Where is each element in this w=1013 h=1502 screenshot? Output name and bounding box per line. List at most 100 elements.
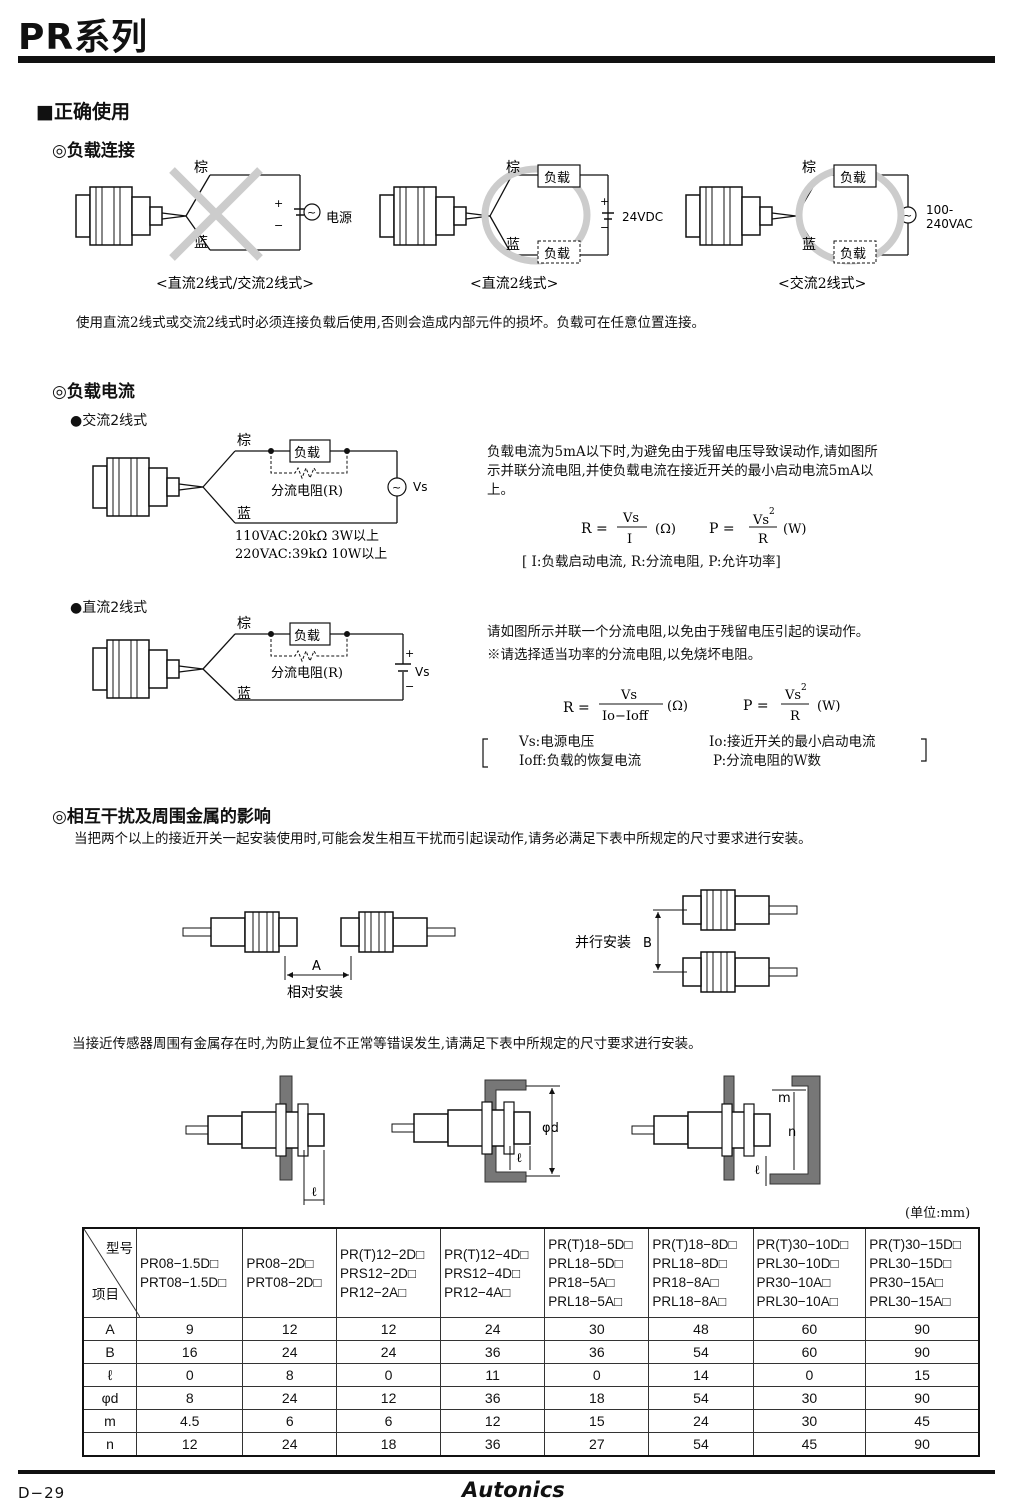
row-label: m: [82, 1409, 137, 1433]
load-connection-note: 使用直流2线式或交流2线式时必须连接负载后使用,否则会造成内部元件的损坏。负载可…: [76, 315, 705, 331]
svg-text:A: A: [312, 959, 321, 974]
ac-shunt-diagram: 负载 分流电阻(R) ~ Vs 棕 蓝 110VAC:20kΩ 3W以上 220…: [92, 433, 427, 562]
shunt-resistor-icon: [270, 451, 348, 480]
dc-shunt-note: ※请选择适当功率的分流电阻,以免烧坏电阻。: [487, 647, 762, 663]
model-cell: PR(T)12−4D□PRS12−4D□PR12−4A□: [440, 1227, 546, 1318]
dc-legend-vs: Vs:电源电压: [519, 734, 595, 750]
svg-text:Io−Ioff: Io−Ioff: [602, 709, 650, 724]
svg-text:R: R: [758, 532, 769, 547]
interference-diagrams: A 相对安装 并行安装 B: [182, 889, 798, 1001]
dc-legend-io: Io:接近开关的最小启动电流: [709, 734, 876, 750]
bullet-dc-2wire: ●直流2线式: [70, 600, 148, 616]
table-corner-cell: 型号 项目: [82, 1227, 140, 1318]
table-cell: 90: [865, 1317, 980, 1341]
voltage-24vdc: 24VDC: [622, 210, 663, 224]
table-cell: 9: [135, 1317, 244, 1341]
svg-text:棕: 棕: [237, 616, 251, 632]
ac-symbol: ~: [307, 206, 316, 219]
table-cell: 16: [135, 1340, 244, 1364]
row-label: φd: [82, 1386, 137, 1410]
table-cell: 90: [865, 1432, 980, 1457]
brand-logo: Autonics: [462, 1478, 565, 1502]
table-cell: 30: [544, 1317, 650, 1341]
table-cell: 24: [336, 1340, 442, 1364]
table-cell: 45: [865, 1409, 980, 1433]
svg-text:R =: R =: [581, 521, 608, 537]
table-cell: 36: [440, 1340, 546, 1364]
power-label: 电源: [326, 211, 352, 226]
table-cell: 12: [242, 1317, 338, 1341]
svg-text:−: −: [600, 221, 609, 234]
svg-text:P =: P =: [743, 698, 769, 714]
table-cell: 60: [752, 1317, 867, 1341]
table-cell: 12: [336, 1386, 442, 1410]
model-cell: PR(T)12−2D□PRS12−2D□PR12−2A□: [336, 1227, 442, 1318]
table-cell: 24: [242, 1432, 338, 1457]
table-cell: 24: [440, 1317, 546, 1341]
section-title-correct-use: ■正确使用: [36, 101, 130, 123]
svg-text:m: m: [778, 1091, 791, 1106]
row-label: n: [82, 1432, 137, 1457]
opposite-mount-diagram: A 相对安装: [182, 911, 456, 1001]
subsection-title-load-connection: ◎负载连接: [52, 141, 135, 161]
load-connection-diagrams: + − ~ 电源 棕 蓝 + − 24VDC 负载 负载 棕 蓝: [75, 160, 973, 292]
svg-text:ℓ: ℓ: [754, 1163, 760, 1178]
ac-spec-220: 220VAC:39kΩ 10W以上: [235, 547, 387, 562]
table-cell: 90: [865, 1340, 980, 1364]
shunt-resistor-icon: [270, 634, 348, 663]
plus-sign: +: [274, 197, 283, 210]
table-cell: 8: [135, 1386, 244, 1410]
subsection-title-interference: ◎相互干扰及周围金属的影响: [52, 807, 271, 827]
svg-text:(Ω): (Ω): [667, 699, 688, 714]
svg-text:分流电阻(R): 分流电阻(R): [271, 666, 343, 681]
blue-label: 蓝: [194, 235, 208, 251]
svg-text:+: +: [600, 195, 609, 208]
bullet-ac-2wire: ●交流2线式: [70, 413, 148, 429]
dc-formula: R = Vs Io−Ioff (Ω) P = Vs 2 R (W): [563, 683, 841, 724]
svg-text:~: ~: [903, 209, 912, 222]
svg-text:φd: φd: [542, 1121, 559, 1136]
svg-text:棕: 棕: [237, 433, 251, 449]
dc-legend-brackets: [482, 738, 927, 768]
dc-shunt-text: 请如图所示并联一个分流电阻,以免由于残留电压引起的误动作。: [487, 624, 870, 640]
table-cell: 90: [865, 1386, 980, 1410]
model-cell: PR(T)18−8D□PRL18−8D□PR18−8A□PRL18−8A□: [648, 1227, 754, 1318]
table-cell: 12: [135, 1432, 244, 1457]
load-box: [537, 164, 581, 188]
metal-plate-diagram: ℓ: [185, 1075, 325, 1205]
table-cell: 0: [544, 1363, 650, 1387]
table-cell: 6: [336, 1409, 442, 1433]
svg-text:Vs: Vs: [415, 665, 429, 679]
interference-text: 当把两个以上的接近开关一起安装使用时,可能会发生相互干扰而引起误动作,请务必满足…: [74, 831, 812, 847]
model-cell: PR(T)30−15D□PRL30−15D□PR30−15A□PRL30−15A…: [865, 1227, 980, 1318]
svg-text:负载: 负载: [544, 247, 570, 262]
table-cell: 48: [648, 1317, 754, 1341]
shunt-label: 分流电阻(R): [271, 484, 343, 499]
table-cell: 36: [440, 1386, 546, 1410]
svg-text:(W): (W): [783, 522, 807, 537]
parallel-mount-diagram: 并行安装 B: [575, 889, 798, 993]
diagram-dc-2wire: + − 24VDC 负载 负载 棕 蓝: [379, 160, 663, 265]
svg-text:(W): (W): [817, 699, 841, 714]
svg-text:Vs: Vs: [620, 688, 637, 703]
svg-text:2: 2: [769, 507, 775, 517]
ac-source-icon: [387, 477, 407, 497]
table-cell: 24: [242, 1386, 338, 1410]
svg-text:R =: R =: [563, 700, 590, 716]
svg-text:ℓ: ℓ: [516, 1151, 522, 1166]
metal-side-wall-diagram: m n ℓ: [631, 1075, 821, 1186]
svg-text:~: ~: [392, 481, 401, 494]
svg-text:蓝: 蓝: [802, 237, 816, 253]
row-label: ℓ: [82, 1363, 137, 1387]
metal-channel-diagram: φd ℓ: [391, 1079, 560, 1183]
bottom-rule: [18, 1470, 995, 1474]
svg-text:Vs: Vs: [752, 513, 769, 528]
ok-mark-icon: [481, 165, 591, 265]
table-cell: 27: [544, 1432, 650, 1457]
series-title: PR系列: [18, 17, 149, 58]
table-cell: 15: [865, 1363, 980, 1387]
